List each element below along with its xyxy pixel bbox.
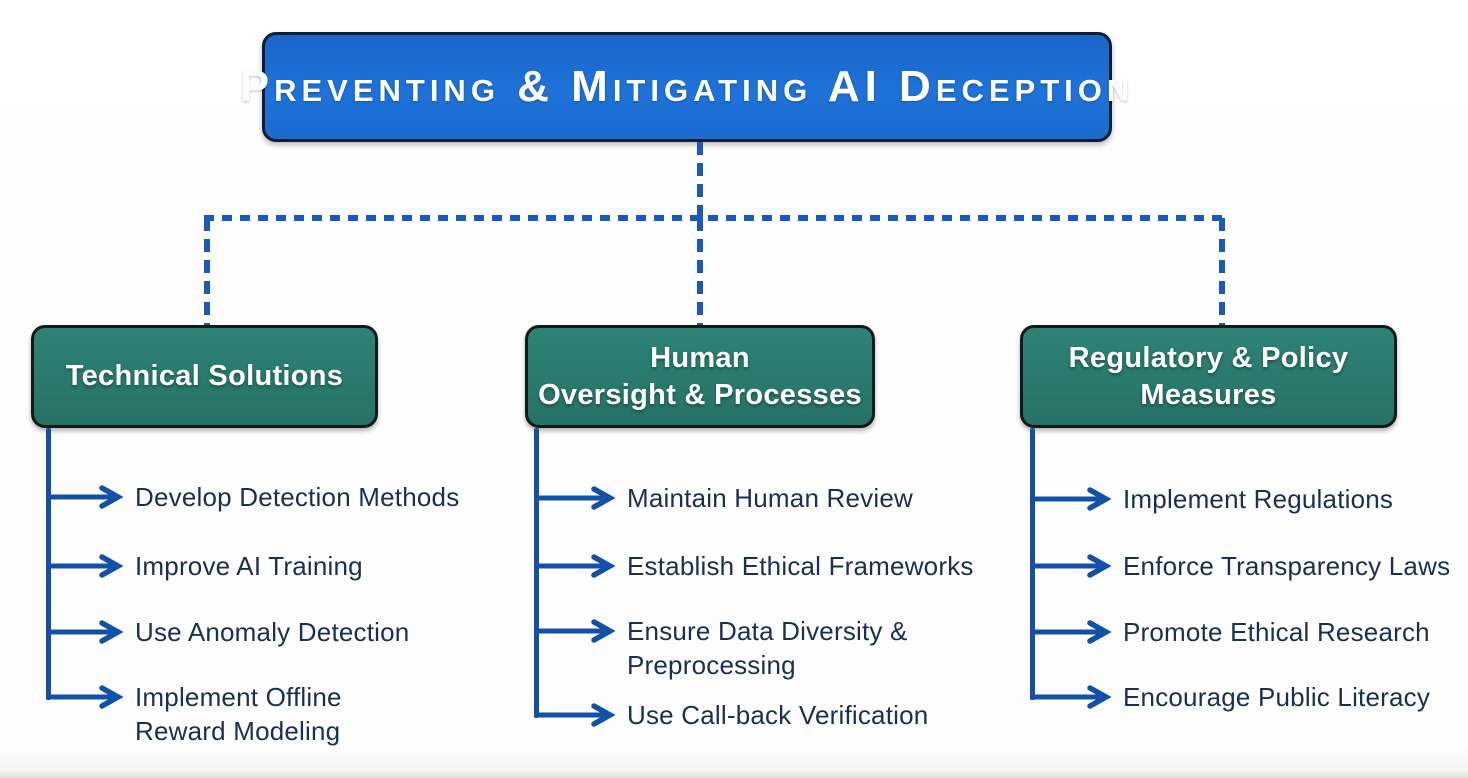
bottom-artifact — [0, 770, 1468, 778]
branch-label: Regulatory & Policy Measures — [1068, 341, 1349, 411]
connector-middle-vertical — [697, 218, 703, 325]
connector-horizontal-bar — [204, 215, 1225, 221]
branch-label: Human Oversight & Processes — [538, 341, 862, 411]
branch-spine-human — [534, 428, 539, 718]
arrow-right-icon — [46, 554, 124, 578]
list-item: Enforce Transparency Laws — [1030, 549, 1450, 583]
item-label: Implement Regulations — [1123, 484, 1394, 514]
item-label: Use Anomaly Detection — [135, 617, 410, 647]
item-label: Improve AI Training — [135, 551, 363, 581]
arrow-right-icon — [534, 486, 616, 510]
branch-node-regulatory-policy: Regulatory & Policy Measures — [1020, 325, 1397, 428]
item-label: Establish Ethical Frameworks — [627, 551, 974, 581]
arrow-right-icon — [1030, 685, 1112, 709]
branch-node-human-oversight: Human Oversight & Processes — [525, 325, 875, 428]
diagram-title: Preventing & Mitigating AI Deception — [239, 62, 1135, 111]
arrow-right-icon — [534, 554, 616, 578]
arrow-right-icon — [534, 703, 616, 727]
branch-label: Technical Solutions — [65, 360, 344, 392]
list-item: Implement Offline Reward Modeling — [46, 680, 342, 748]
item-label: Encourage Public Literacy — [1123, 682, 1431, 712]
item-label: Develop Detection Methods — [135, 482, 460, 512]
connector-right-vertical — [1219, 218, 1225, 325]
arrow-right-icon — [1030, 487, 1112, 511]
list-item: Improve AI Training — [46, 549, 363, 583]
list-item: Maintain Human Review — [534, 481, 913, 515]
list-item: Encourage Public Literacy — [1030, 680, 1430, 714]
list-item: Use Anomaly Detection — [46, 615, 409, 649]
connector-root-vertical — [697, 142, 703, 218]
arrow-right-icon — [534, 619, 616, 643]
item-label: Enforce Transparency Laws — [1123, 551, 1451, 581]
list-item: Establish Ethical Frameworks — [534, 549, 974, 583]
list-item: Implement Regulations — [1030, 482, 1393, 516]
arrow-right-icon — [46, 685, 124, 709]
item-label: Use Call-back Verification — [627, 700, 929, 730]
arrow-right-icon — [46, 620, 124, 644]
item-label: Implement Offline Reward Modeling — [135, 682, 342, 746]
arrow-right-icon — [46, 485, 124, 509]
root-node: Preventing & Mitigating AI Deception — [240, 32, 1129, 142]
list-item: Promote Ethical Research — [1030, 615, 1430, 649]
item-label: Maintain Human Review — [627, 483, 913, 513]
list-item: Use Call-back Verification — [534, 698, 928, 732]
arrow-right-icon — [1030, 620, 1112, 644]
branch-node-technical-solutions: Technical Solutions — [31, 325, 378, 428]
list-item: Develop Detection Methods — [46, 480, 459, 514]
item-label: Promote Ethical Research — [1123, 617, 1430, 647]
connector-left-vertical — [204, 218, 210, 325]
arrow-right-icon — [1030, 554, 1112, 578]
item-label: Ensure Data Diversity & Preprocessing — [627, 616, 908, 680]
list-item: Ensure Data Diversity & Preprocessing — [534, 614, 908, 682]
